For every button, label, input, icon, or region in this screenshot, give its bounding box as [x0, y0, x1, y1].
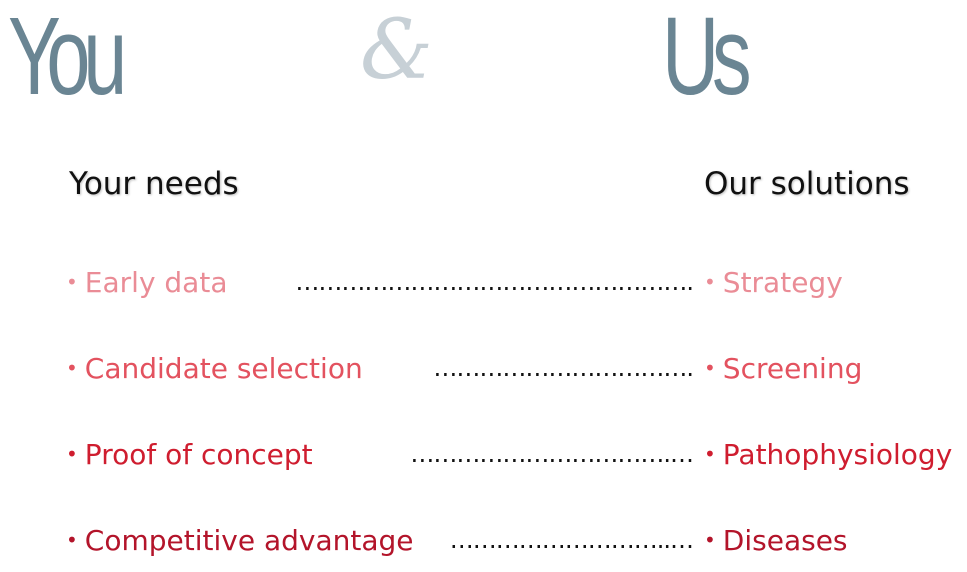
need-label: Early data	[84, 266, 228, 299]
bullet-icon: •	[66, 442, 78, 466]
dotted-leader: …………………………………………….	[295, 268, 693, 296]
needs-solutions-row: •Early data ……………………………………………. •Strategy	[0, 262, 967, 302]
needs-solutions-row: •Candidate selection ……………………………. •Scree…	[0, 348, 967, 388]
solution-item: •Diseases	[704, 520, 848, 561]
dotted-leader: …………………………….	[433, 354, 693, 382]
dotted-leader: …………………………….…	[410, 440, 693, 468]
need-label: Competitive advantage	[84, 524, 414, 557]
bullet-icon: •	[66, 270, 78, 294]
need-item: •Competitive advantage	[66, 520, 414, 561]
need-item: •Early data	[66, 262, 227, 303]
bullet-icon: •	[704, 528, 716, 552]
title-us: Us	[662, 0, 752, 118]
our-solutions-heading: Our solutions	[704, 166, 910, 202]
solution-label: Pathophysiology	[722, 438, 953, 471]
solution-label: Strategy	[722, 266, 843, 299]
solution-item: •Pathophysiology	[704, 434, 952, 475]
solution-item: •Screening	[704, 348, 862, 389]
solution-label: Screening	[722, 352, 863, 385]
bullet-icon: •	[66, 356, 78, 380]
bullet-icon: •	[704, 442, 716, 466]
dotted-leader: ………………………..…	[449, 526, 693, 554]
need-label: Candidate selection	[84, 352, 363, 385]
bullet-icon: •	[704, 270, 716, 294]
need-item: •Proof of concept	[66, 434, 313, 475]
needs-solutions-row: •Competitive advantage ………………………..… •Dis…	[0, 520, 967, 560]
solution-item: •Strategy	[704, 262, 843, 303]
needs-solutions-row: •Proof of concept …………………………….… •Pathoph…	[0, 434, 967, 474]
need-label: Proof of concept	[84, 438, 313, 471]
bullet-icon: •	[66, 528, 78, 552]
title-you: You	[8, 0, 127, 118]
your-needs-heading: Your needs	[69, 166, 239, 202]
title-ampersand: &	[360, 3, 433, 98]
bullet-icon: •	[704, 356, 716, 380]
need-item: •Candidate selection	[66, 348, 363, 389]
solution-label: Diseases	[722, 524, 848, 557]
